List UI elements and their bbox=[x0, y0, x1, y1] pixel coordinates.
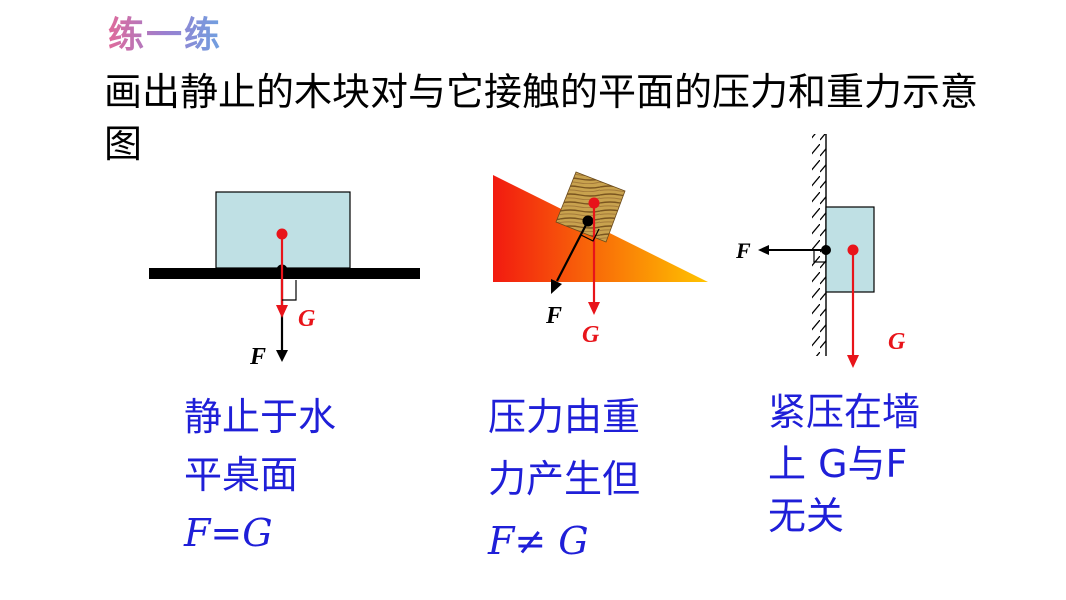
pressure-arrowhead bbox=[551, 279, 562, 294]
right-angle-mark bbox=[580, 228, 600, 242]
caption-line: 静止于水 bbox=[184, 395, 337, 439]
caption-formula: F=G bbox=[184, 511, 273, 555]
pressure-label: F bbox=[735, 238, 751, 263]
diagram-incline: F G bbox=[493, 171, 708, 348]
caption-table: 静止于水 平桌面 F=G bbox=[184, 388, 336, 562]
caption-line: 压力由重 bbox=[488, 395, 641, 439]
wall-hatching bbox=[812, 134, 826, 356]
caption-line: 上 G与F bbox=[768, 442, 908, 486]
gravity-label: G bbox=[888, 329, 906, 355]
caption-line: 紧压在墙 bbox=[768, 390, 921, 434]
caption-incline: 压力由重 力产生但 F≠ G bbox=[488, 386, 640, 572]
pressure-arrow bbox=[556, 220, 589, 282]
pressure-label: F bbox=[249, 344, 266, 370]
right-angle-mark bbox=[813, 249, 827, 263]
gravity-label: G bbox=[582, 322, 600, 348]
caption-formula: F≠ G bbox=[488, 519, 589, 563]
gravity-arrowhead bbox=[276, 305, 288, 318]
pressure-arrowhead bbox=[276, 350, 288, 362]
caption-line: 平桌面 bbox=[184, 453, 299, 497]
heading: 练一练 bbox=[108, 6, 222, 58]
pressure-arrowhead bbox=[758, 245, 769, 255]
gravity-arrowhead bbox=[588, 302, 600, 315]
pressure-label: F bbox=[545, 303, 562, 329]
instruction-text: 画出静止的木块对与它接触的平面的压力和重力示意图 bbox=[104, 70, 979, 166]
right-angle-mark bbox=[282, 280, 297, 301]
caption-line: 力产生但 bbox=[488, 457, 641, 501]
gravity-arrowhead bbox=[847, 355, 859, 368]
caption-wall: 紧压在墙 上 G与F 无关 bbox=[768, 386, 920, 542]
diagram-table: G F bbox=[149, 191, 420, 370]
caption-line: 无关 bbox=[768, 494, 845, 538]
gravity-label: G bbox=[298, 306, 316, 332]
diagram-wall: F G bbox=[735, 134, 906, 368]
